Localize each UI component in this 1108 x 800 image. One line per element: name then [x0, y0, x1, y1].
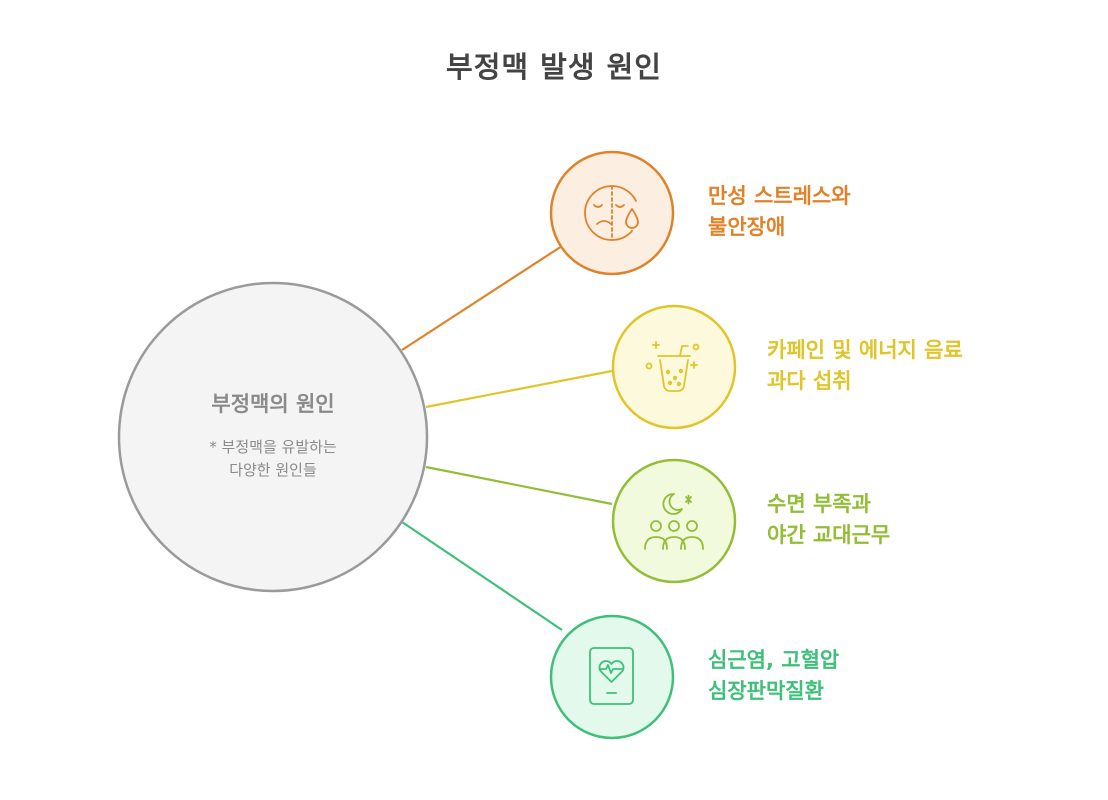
connector-sleep — [425, 465, 613, 506]
connector-stress — [401, 245, 563, 351]
sad-face-icon — [584, 185, 639, 241]
center-circle — [117, 281, 429, 593]
cause-label-stress: 만성 스트레스와 불안장애 — [708, 184, 851, 239]
connector-cardiac — [401, 521, 563, 631]
center-title: 부정맥의 원인 — [211, 392, 335, 416]
cause-label-caffeine: 카페인 및 에너지 음료 과다 섭취 — [767, 338, 963, 393]
cause-circle-cardiac — [549, 614, 675, 740]
page-title: 부정맥 발생 원인 — [446, 50, 662, 84]
center-subtitle: * 부정맥을 유발하는 다양한 원인들 — [209, 438, 337, 479]
connector-caffeine — [425, 369, 613, 409]
cause-label-cardiac: 심근염, 고혈압 심장판막질환 — [708, 648, 840, 703]
night-shift-icon — [644, 493, 704, 550]
cause-label-sleep: 수면 부족과 야간 교대근무 — [767, 492, 891, 547]
heart-monitor-icon — [589, 647, 634, 705]
energy-drink-icon — [645, 341, 700, 392]
cause-circle-caffeine — [611, 304, 737, 430]
